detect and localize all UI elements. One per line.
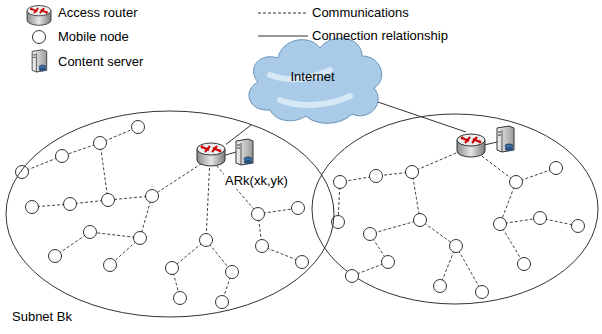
mobile-node — [292, 202, 305, 215]
mobile-node — [414, 214, 427, 227]
mobile-node — [346, 270, 359, 283]
node-label: ARk(xk,yk) — [224, 174, 289, 189]
communication-link — [90, 232, 140, 238]
mobile-node — [370, 170, 383, 183]
mobile-node — [510, 176, 523, 189]
communication-link — [370, 220, 420, 234]
access-router-outline — [196, 140, 226, 172]
mobile-node — [334, 176, 347, 189]
internet-cloud: Internet — [240, 30, 385, 125]
mobile-node — [534, 212, 547, 225]
access-router: ARk(xk,yk) — [196, 140, 226, 172]
node-label: Internet — [240, 70, 385, 85]
communication-link — [456, 246, 482, 292]
legend-label: Content server — [58, 55, 143, 70]
mobile-node — [406, 166, 419, 179]
mobile-node — [296, 256, 309, 269]
mobile-node — [49, 250, 62, 263]
legend-label: Mobile node — [58, 30, 129, 45]
mobile-node — [364, 228, 377, 241]
mobile-node — [56, 150, 69, 163]
legend-label: Connection relationship — [312, 29, 448, 44]
mobile-node — [518, 258, 531, 271]
mobile-node — [104, 259, 117, 272]
mobile-node — [550, 162, 563, 175]
mobile-node — [134, 232, 147, 245]
mobile-node — [494, 218, 507, 231]
mobile-node — [174, 292, 187, 305]
mobile-node — [132, 121, 145, 134]
mobile-node — [256, 240, 269, 253]
mobile-node — [166, 262, 179, 275]
mobile-node — [382, 256, 395, 269]
mobile-node — [94, 137, 107, 150]
mobile-node — [252, 208, 265, 221]
mobile-node — [84, 226, 97, 239]
mobile-node — [102, 194, 115, 207]
mobile-node — [64, 198, 77, 211]
mobile-node — [476, 286, 489, 299]
mobile-node — [572, 220, 585, 233]
mobile-node — [146, 190, 159, 203]
legend-label: Communications — [312, 6, 409, 21]
node-label: Subnet Bk — [11, 310, 73, 325]
legend-label: Access router — [58, 6, 137, 21]
mobile-node — [216, 296, 229, 309]
mobile-node — [26, 201, 39, 214]
connection-line — [226, 125, 251, 144]
mobile-node — [200, 234, 213, 247]
communication-link — [100, 143, 108, 200]
mobile-node — [450, 240, 463, 253]
communication-link — [412, 172, 420, 220]
subnet-region: Subnet BkARk(xk,yk) — [5, 110, 335, 318]
communication-link — [206, 158, 210, 240]
mobile-node — [226, 266, 239, 279]
subnet-region-outline — [5, 110, 335, 318]
mobile-node — [434, 280, 447, 293]
